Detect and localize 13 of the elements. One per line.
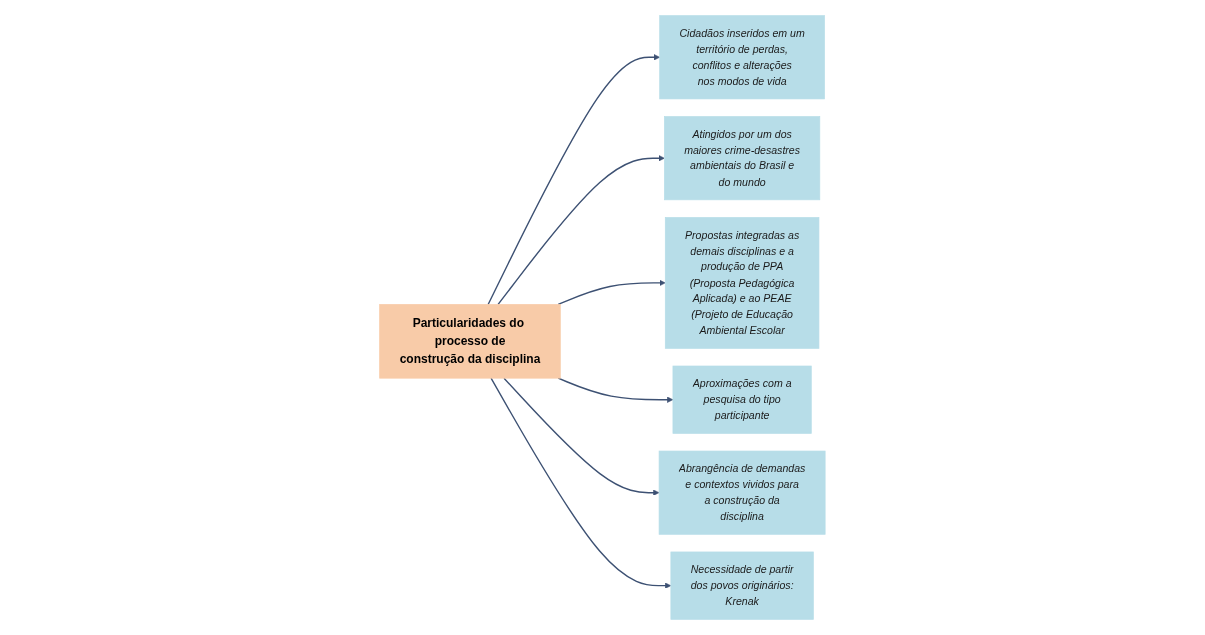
- node-box: Propostas integradas as demais disciplinas e a produção de PPA (Proposta Pedagógica Aplicada) e ao PEAE (Projeto de Educação Ambiental Escolar: [665, 217, 820, 349]
- node-box: Particularidades do processo de construção da disciplina: [379, 304, 561, 379]
- arrow: [490, 377, 672, 589]
- arrow: [497, 155, 665, 306]
- arrow: [557, 279, 666, 306]
- node-box: Necessidade de partir dos povos originários: Krenak: [670, 551, 814, 620]
- arrow: [503, 377, 660, 496]
- node-box: Aproximações com a pesquisa do tipo participante: [672, 365, 812, 434]
- arrow: [487, 54, 661, 306]
- node-box: Abrangência de demandas e contextos vividos para a construção da disciplina: [658, 450, 826, 535]
- node-box: Cidadãos inseridos em um território de perdas, conflitos e alterações nos modos de vida: [659, 15, 825, 100]
- node-box: Atingidos por um dos maiores crime-desastres ambientais do Brasil e do mundo: [664, 116, 821, 201]
- arrow: [557, 377, 674, 403]
